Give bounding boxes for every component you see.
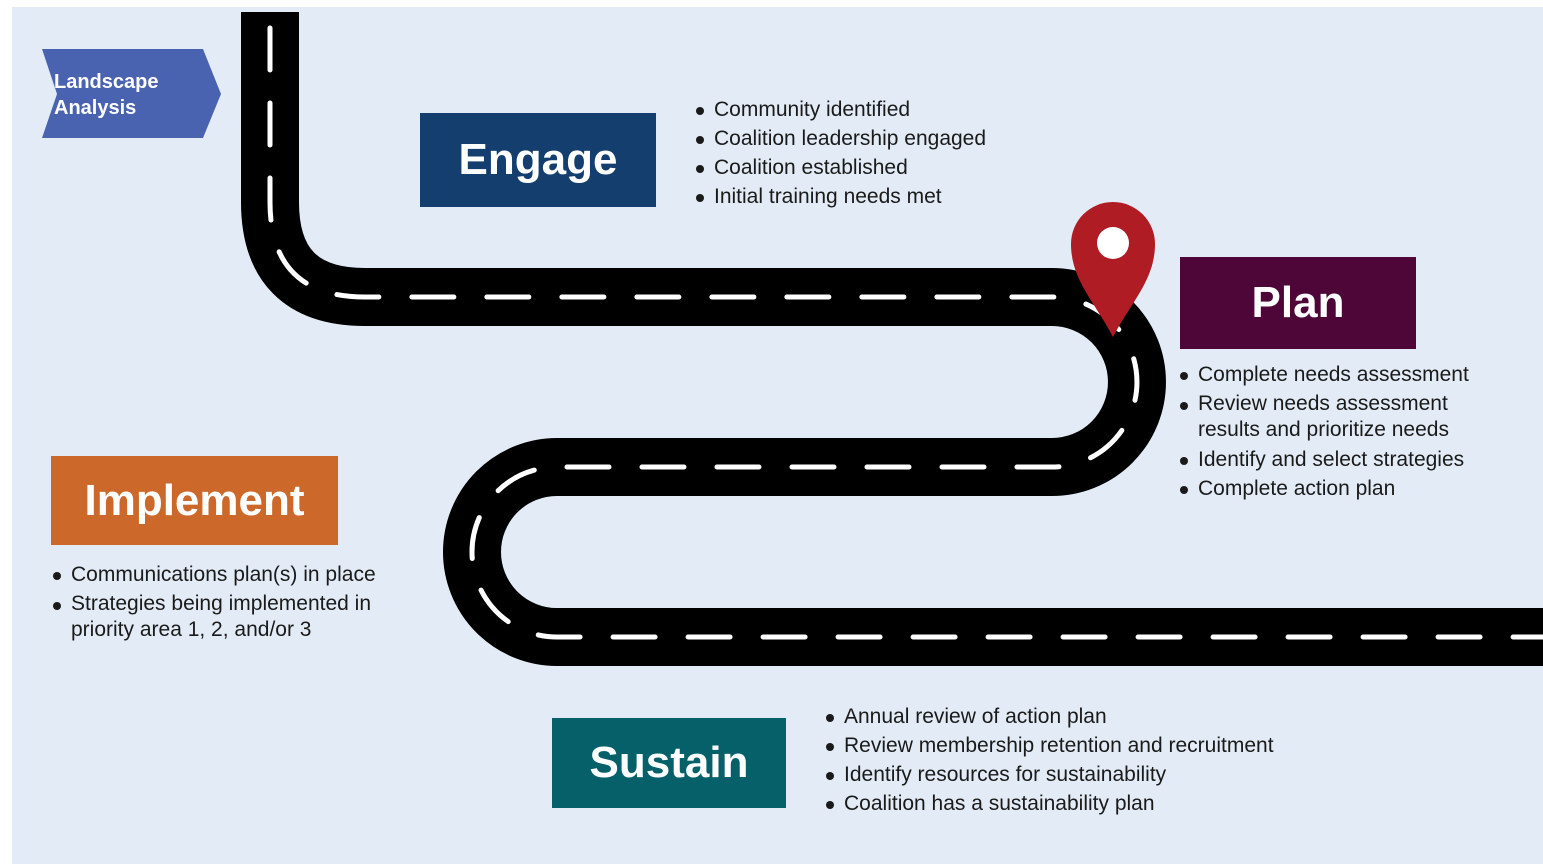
- implement-list: Communications plan(s) in place Strategi…: [51, 560, 431, 645]
- list-item: Initial training needs met: [694, 182, 1054, 211]
- list-item: Review needs assessment results and prio…: [1178, 389, 1498, 445]
- list-item: Identify and select strategies: [1178, 445, 1518, 474]
- roadmap-canvas: Landscape Analysis Engage Community iden…: [12, 7, 1543, 864]
- road-center-dashes: [267, 9, 1543, 640]
- list-item: Identify resources for sustainability: [824, 760, 1344, 789]
- landscape-analysis-label: Landscape Analysis: [54, 71, 159, 119]
- engage-list: Community identified Coalition leadershi…: [694, 95, 1054, 211]
- list-item: Community identified: [694, 95, 1054, 124]
- list-item: Complete needs assessment: [1178, 360, 1518, 389]
- engage-title-box: Engage: [420, 113, 656, 207]
- list-item: Coalition has a sustainability plan: [824, 789, 1344, 818]
- road: [42, 9, 1543, 666]
- list-item: Annual review of action plan: [824, 702, 1344, 731]
- list-item: Strategies being implemented in priority…: [51, 589, 406, 645]
- implement-title: Implement: [84, 475, 305, 525]
- sustain-list: Annual review of action plan Review memb…: [824, 702, 1344, 818]
- sustain-title-box: Sustain: [552, 718, 786, 808]
- plan-title: Plan: [1251, 278, 1345, 327]
- map-pin-icon: [1071, 202, 1155, 337]
- engage-title: Engage: [458, 135, 618, 184]
- plan-title-box: Plan: [1180, 257, 1416, 349]
- list-item: Coalition leadership engaged: [694, 124, 1054, 153]
- sustain-title: Sustain: [589, 738, 749, 787]
- list-item: Coalition established: [694, 153, 1054, 182]
- list-item: Review membership retention and recruitm…: [824, 731, 1344, 760]
- landscape-analysis-arrow: [42, 49, 221, 138]
- list-item: Complete action plan: [1178, 474, 1518, 503]
- implement-title-box: Implement: [51, 456, 338, 545]
- list-item: Communications plan(s) in place: [51, 560, 431, 589]
- plan-list: Complete needs assessment Review needs a…: [1178, 360, 1518, 503]
